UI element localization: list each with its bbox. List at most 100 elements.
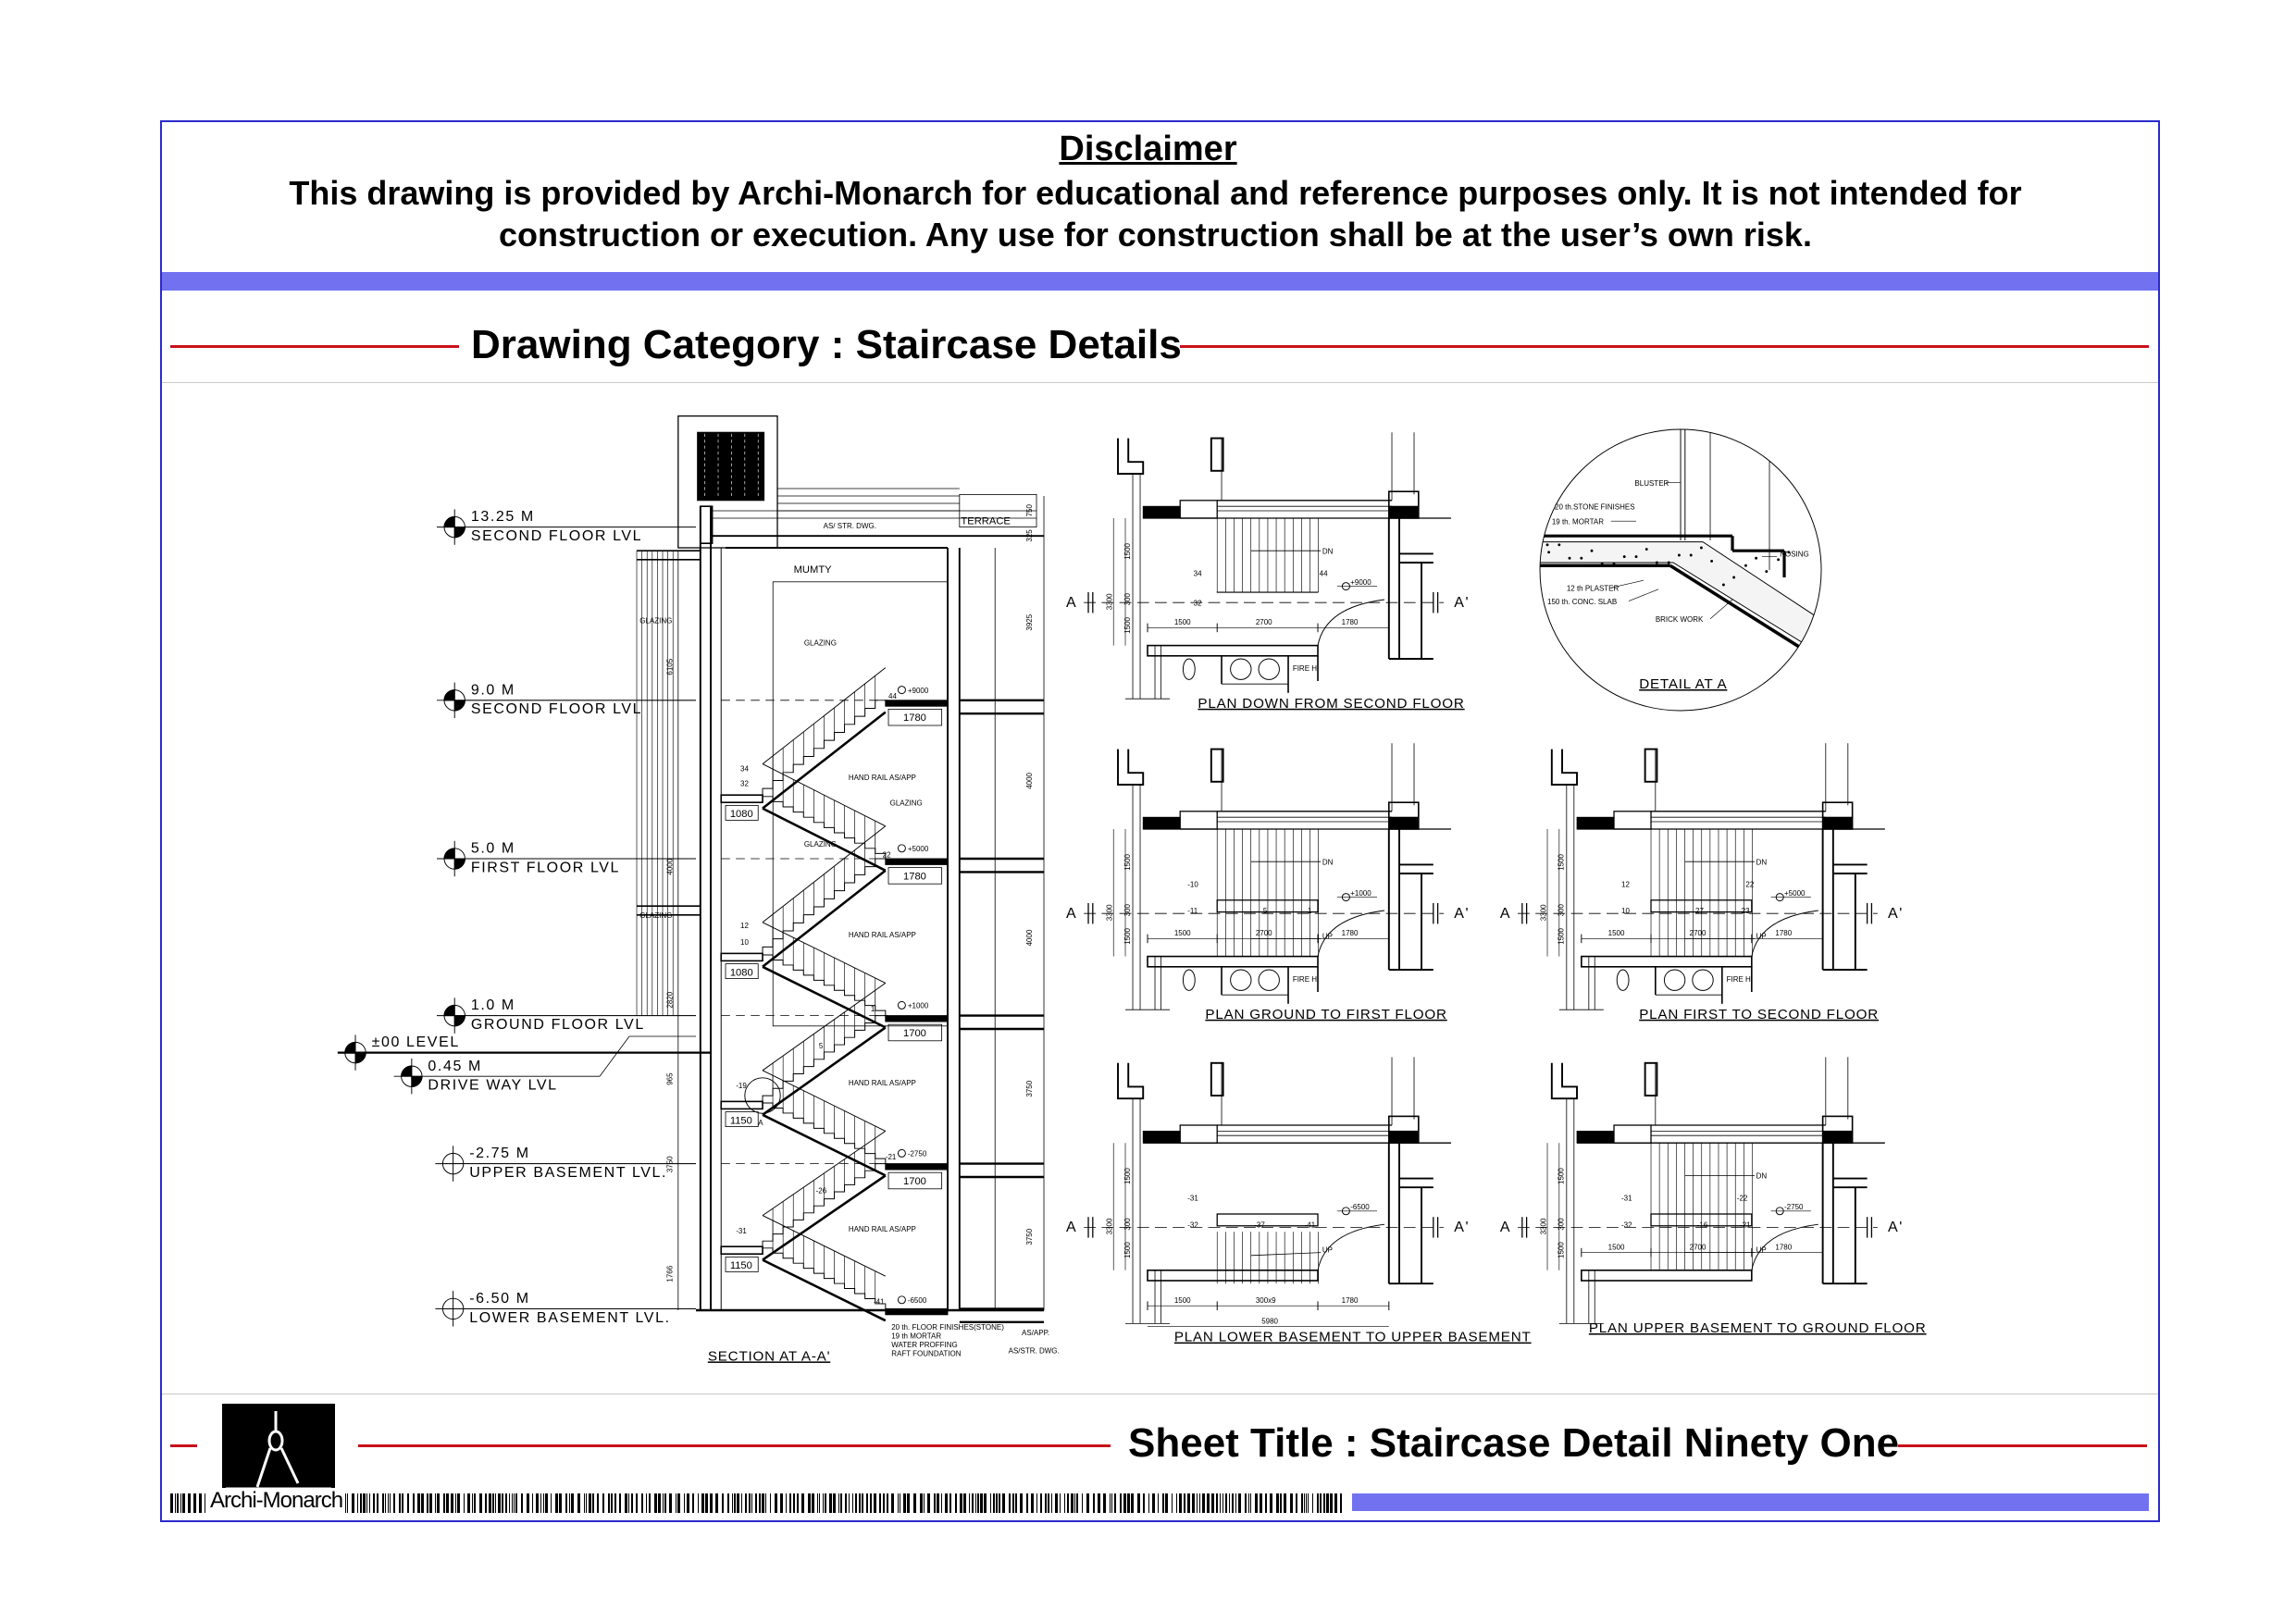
barcode-bar [1045, 1493, 1047, 1513]
barcode-bar [833, 1493, 836, 1513]
barcode-bar [891, 1493, 894, 1513]
level-tag: -6500 [908, 1296, 927, 1305]
barcode-bar [745, 1493, 747, 1513]
floor-width: 1780 [903, 712, 926, 724]
barcode-bar [927, 1493, 930, 1513]
plan-title: PLAN DOWN FROM SECOND FLOOR [1198, 696, 1464, 712]
landing-dim-box [725, 963, 759, 980]
floor-slab [885, 700, 949, 707]
washbasin-icon [1258, 969, 1280, 991]
plan-step-tag: -41 [1305, 1220, 1316, 1229]
barcode-bar [786, 1493, 787, 1513]
detail-label: BLUSTER [1634, 479, 1669, 488]
barcode-bar [1074, 1493, 1075, 1513]
landing-dim-box [725, 1257, 759, 1272]
dim-horizontal: 1780 [1775, 1243, 1792, 1251]
barcode-bar [417, 1493, 420, 1513]
barcode-bar [934, 1493, 936, 1513]
level-tag: +1000 [908, 1002, 929, 1010]
landing-width: 1150 [730, 1115, 752, 1126]
door-swing [1317, 910, 1385, 957]
dim-vertical: 1500 [1123, 616, 1132, 633]
barcode-bar [823, 1493, 824, 1513]
cad-line [762, 1174, 887, 1261]
barcode-bar [715, 1493, 718, 1513]
barcode-bar [1323, 1493, 1325, 1513]
barcode-bar [937, 1493, 939, 1513]
floor-width: 1700 [903, 1028, 926, 1039]
dim-vertical: 1500 [1123, 542, 1132, 559]
barcode-bar [993, 1493, 995, 1513]
plan-step-tag: -22 [1737, 1195, 1748, 1203]
fire-hydrant-label: FIRE H. [1727, 975, 1753, 984]
cad-line [1610, 579, 1644, 588]
aggregate-dot [1612, 563, 1616, 566]
barcode-bar [849, 1493, 850, 1513]
floor-slab [885, 1015, 949, 1022]
floor-dim-box [887, 1171, 943, 1190]
barcode-bar [1064, 1493, 1065, 1513]
step-tag: -26 [816, 1187, 827, 1196]
dimension-right: 3750 [1025, 1228, 1034, 1245]
barcode-bar [1232, 1493, 1234, 1513]
up-arrow-label: UP [1756, 932, 1767, 940]
barcode-bar [402, 1493, 403, 1513]
glazing-label: GLAZING [639, 911, 672, 920]
section-mark-a: A [1500, 906, 1511, 922]
level-tag: -2750 [908, 1150, 927, 1158]
cad-rect [1179, 500, 1218, 519]
barcode-bar [641, 1493, 643, 1513]
detail-circle [1539, 428, 1822, 712]
barcode-bar [1082, 1493, 1083, 1513]
dim-vertical: 3300 [1106, 1218, 1114, 1234]
section-mark-a-prime: A' [1888, 1220, 1904, 1235]
dim-horizontal: 2700 [1256, 618, 1272, 626]
barcode-bar [1184, 1493, 1185, 1513]
barcode-bar [385, 1493, 386, 1513]
barcode-bar [569, 1493, 570, 1513]
detail-label: BRICK WORK [1656, 615, 1704, 624]
barcode-bar [1238, 1493, 1241, 1513]
washbasin-icon [1663, 969, 1686, 991]
barcode-bar [1229, 1493, 1230, 1513]
barcode-bar [963, 1493, 966, 1513]
step-tag: -41 [874, 1298, 885, 1307]
section-mark-a: A [1066, 595, 1077, 611]
barcode-bar [602, 1493, 604, 1513]
barcode-bar [924, 1493, 925, 1513]
barcode-bar [1225, 1493, 1227, 1513]
detail-label: NOSING [1780, 551, 1809, 559]
floor-dim-box [887, 1023, 943, 1042]
aggregate-dot [1634, 555, 1638, 559]
up-arrow-label: UP [1756, 1246, 1767, 1255]
level-name: UPPER BASEMENT LVL. [469, 1165, 667, 1181]
floor-slab [885, 858, 949, 865]
cad-rect [700, 505, 714, 544]
aggregate-dot [1732, 576, 1736, 579]
dim-horizontal: 1780 [1342, 618, 1359, 626]
barcode-bar [369, 1493, 370, 1513]
barcode-bar [1340, 1493, 1342, 1513]
barcode-bar [479, 1493, 482, 1513]
disclaimer-line-2: construction or execution. Any use for c… [499, 216, 1812, 254]
plan-column [1117, 438, 1145, 475]
barcode-bar [1067, 1493, 1069, 1513]
barcode-bar [1009, 1493, 1011, 1513]
barcode-bar [969, 1493, 970, 1513]
level-name: DRIVE WAY LVL [428, 1078, 557, 1094]
barcode-bar [1015, 1493, 1017, 1513]
barcode-bar [780, 1493, 783, 1513]
marker-fill [453, 700, 465, 712]
handrail-label: HAND RAIL AS/APP [849, 1079, 916, 1087]
barcode-strip [170, 1493, 1342, 1513]
barcode-bar [502, 1493, 503, 1513]
step-tag: 12 [740, 922, 749, 930]
barcode-bar [399, 1493, 401, 1513]
plan-title: PLAN FIRST TO SECOND FLOOR [1639, 1007, 1879, 1022]
plan-level-tag: -2750 [1784, 1203, 1804, 1211]
